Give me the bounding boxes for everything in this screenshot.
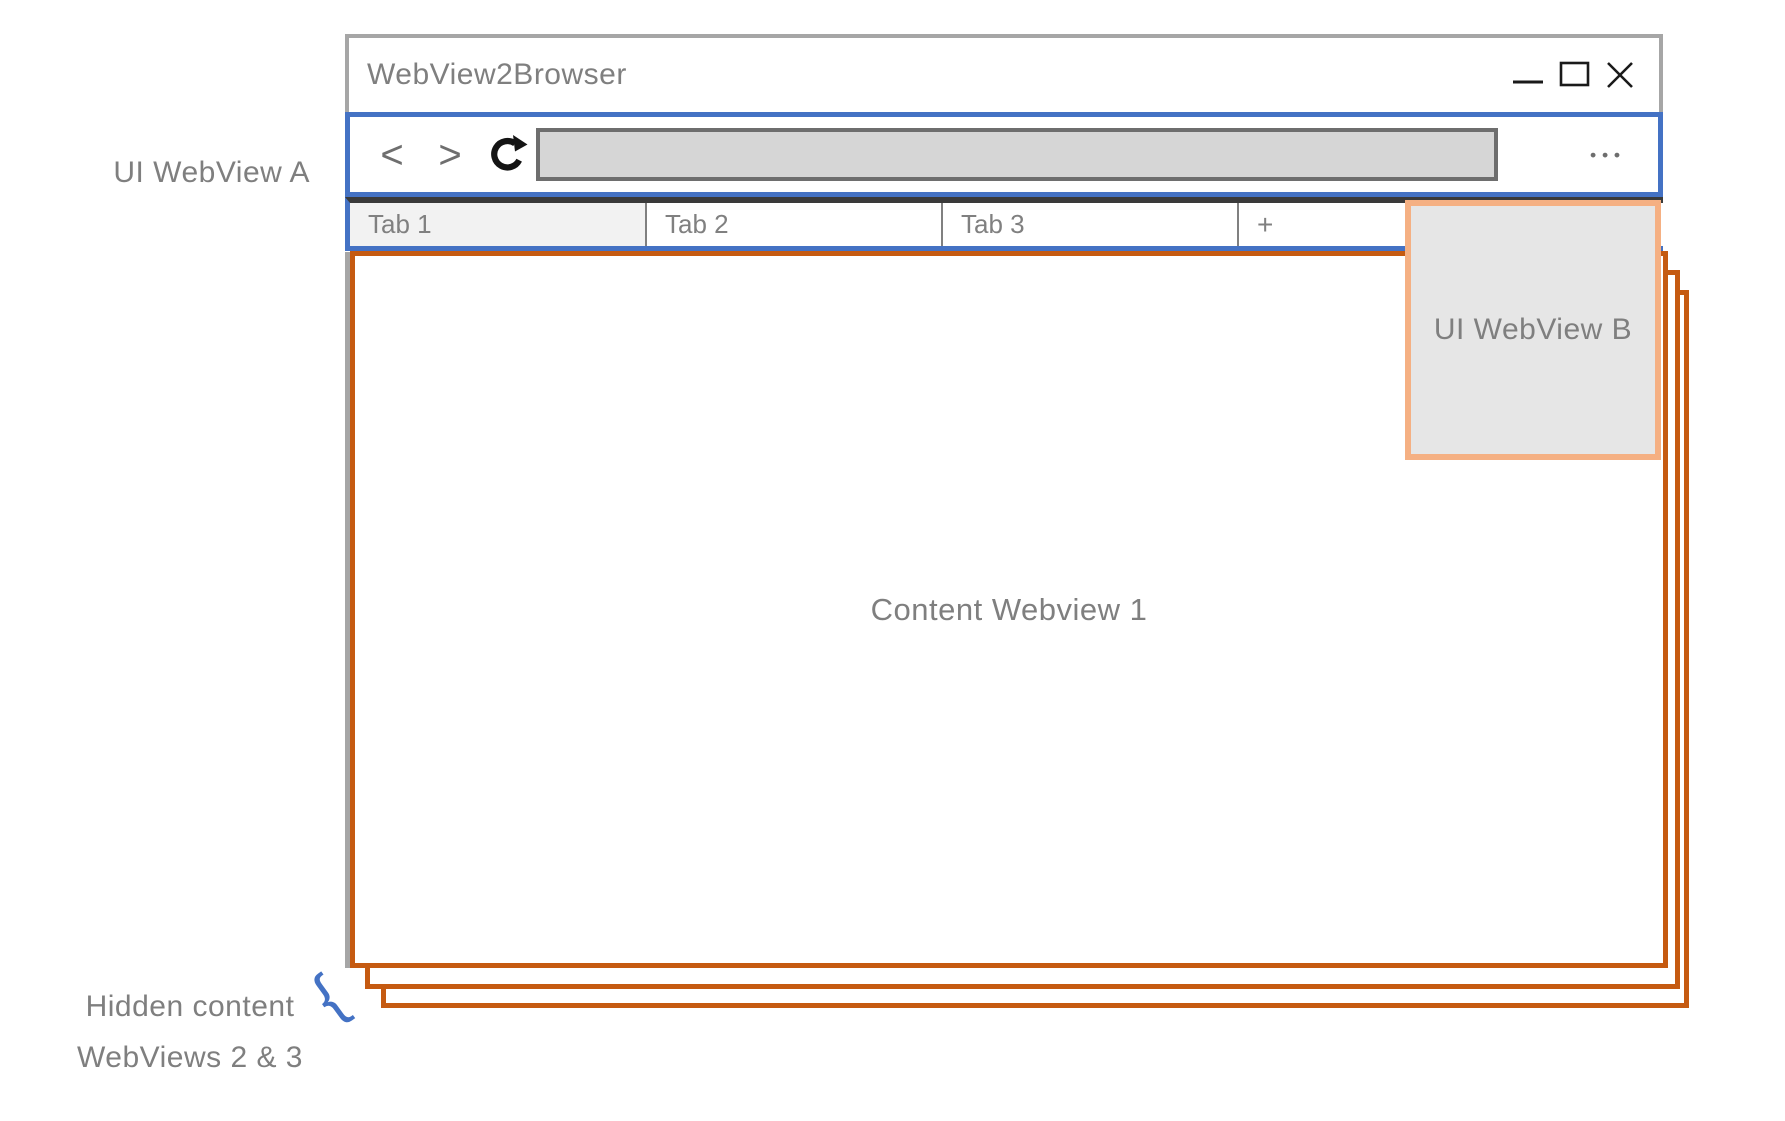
hidden-webviews-annotation-line2: WebViews 2 & 3 bbox=[76, 1041, 303, 1074]
close-icon[interactable] bbox=[1607, 62, 1633, 88]
tab-2[interactable]: Tab 2 bbox=[645, 203, 941, 246]
tab-3-label: Tab 3 bbox=[961, 209, 1025, 239]
reload-icon[interactable] bbox=[488, 134, 528, 175]
menu-ellipsis-icon[interactable]: ••• bbox=[1590, 145, 1626, 164]
content-webview-label: Content Webview 1 bbox=[870, 591, 1148, 627]
tab-1[interactable]: Tab 1 bbox=[350, 203, 645, 246]
ui-webview-b-label: UI WebView B bbox=[1433, 313, 1633, 346]
maximize-icon[interactable] bbox=[1559, 61, 1590, 87]
ui-webview-b: UI WebView B bbox=[1405, 200, 1661, 460]
hidden-webviews-annotation: Hidden content WebViews 2 & 3 bbox=[55, 981, 325, 1083]
plus-icon: + bbox=[1257, 208, 1274, 240]
hidden-webviews-annotation-line1: Hidden content bbox=[85, 990, 295, 1023]
ui-webview-a-annotation: UI WebView A bbox=[113, 156, 310, 189]
tab-2-label: Tab 2 bbox=[665, 209, 729, 239]
window-titlebar: WebView2Browser bbox=[345, 34, 1663, 112]
address-bar[interactable] bbox=[536, 128, 1498, 181]
window-controls bbox=[1513, 61, 1633, 88]
tab-1-label: Tab 1 bbox=[368, 209, 432, 239]
back-button[interactable]: < bbox=[380, 132, 404, 177]
forward-button[interactable]: > bbox=[438, 132, 462, 177]
window-title: WebView2Browser bbox=[367, 58, 627, 91]
new-tab-button[interactable]: + bbox=[1237, 203, 1410, 246]
tab-3[interactable]: Tab 3 bbox=[941, 203, 1237, 246]
browser-toolbar: < > ••• bbox=[345, 112, 1663, 197]
window-left-edge bbox=[345, 252, 350, 968]
